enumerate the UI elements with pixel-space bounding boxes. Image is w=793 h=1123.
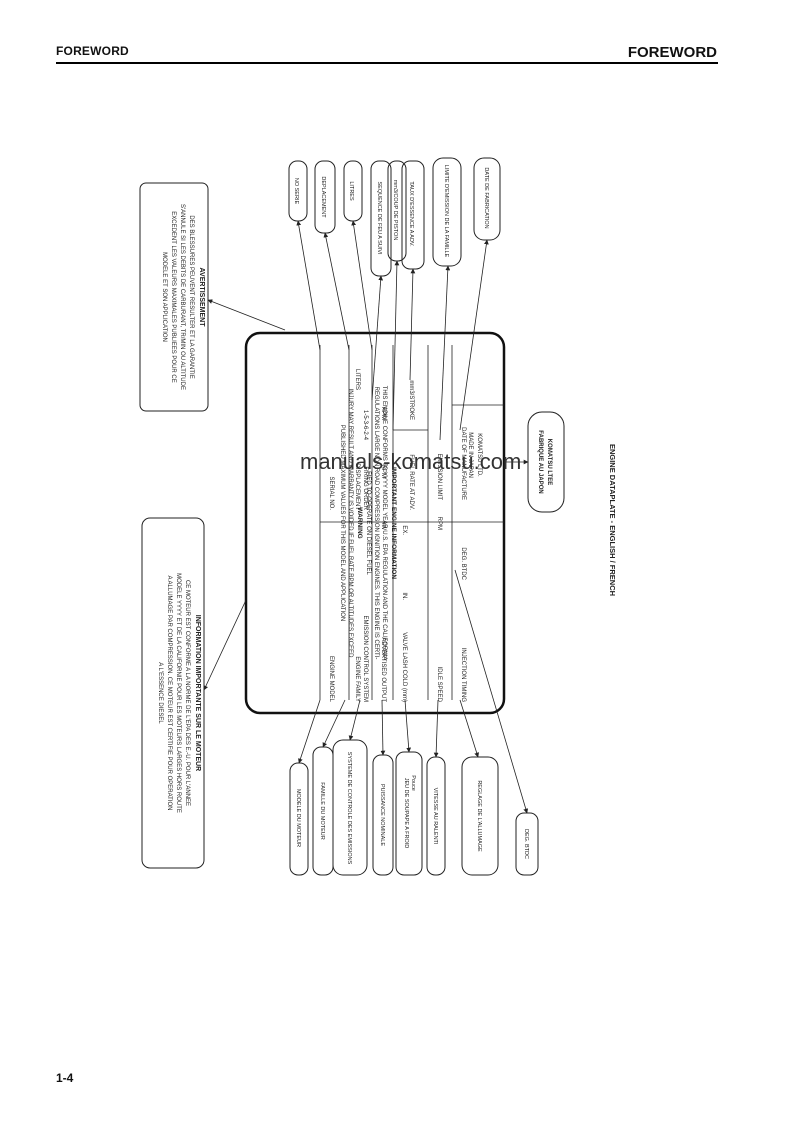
plate-col-label: DISPLACEMENT [354,463,360,510]
plate-col-label: RPM [436,517,442,530]
plate-col-label: RPM [380,465,386,478]
plate-row-label: ENGINE MODEL [328,656,334,703]
manufacturer-bubble: KOMATSU LTEE FABRIQUE AU JAPON [527,411,565,513]
header-rule [56,62,718,64]
plate-row-label: INJECTION TIMING [460,648,466,703]
plate-col-label: EX. [401,525,407,535]
callout-label: VITESSE AU RALENTI [432,788,438,845]
plate-body-line: REGULATIONS LARGE NON ROAD COMPRESSION I… [373,387,379,660]
plate-value: 1-5-3-6-2-4 [362,410,368,441]
callout-label: MODELE DU MOTEUR [295,789,301,847]
plate-body-line: THIS ENGINE CONFORMS TO YYYY MODEL YEAR … [381,386,387,661]
page-number: 1-4 [56,1071,74,1085]
plate-warning-line: PUBLISHED MAXIMUM VALUES FOR THIS MODEL … [339,425,345,622]
callouts-top: NO SERIE DEPLACEMENT LITRES SEQUENCE DE … [288,157,501,277]
leader-lines [203,220,529,814]
french-warning-block: AVERTISSEMENT DES BLESSURES PEUVENT RESU… [139,182,209,412]
plate-col-label: SERIAL NO. [328,477,334,511]
header-title-right: FOREWORD [627,44,717,61]
bubble-line: FABRIQUE AU JAPON [537,430,543,493]
french-warning-line: DES BLESSURES PEUVENT RESULTER ET LA GAR… [188,215,194,378]
watermark: manuals-komatsu.com [300,449,522,474]
plate-value: DEG. BTDC [460,547,466,580]
french-info-line: CE MOTEUR EST CONFORME A LA NORME DE L'E… [184,580,190,806]
callout-label: REGLAGE DE L'ALLUMAGE [476,780,482,852]
callouts-bottom: MODELE DU MOTEUR FAMILLE DU MOTEUR SYSTE… [289,739,539,876]
callout-label: PUISSANCE NOMINALE [379,784,385,846]
callout-label: DEPLACEMENT [320,176,326,218]
callout-label: DEG. BTDC [523,829,529,859]
french-warning-title: AVERTISSEMENT [198,268,205,328]
callout-sub-label: Pouce [410,775,416,791]
french-info-title: INFORMATION IMPORTANTE SUR LE MOTEUR [194,615,201,771]
plate-value: RPM [380,407,386,420]
callout-label: DATE DE FABRICATION [483,167,489,228]
french-info-line: A ALLUMAGE PAR COMPRESSION. CE MOTEUR ES… [166,576,172,811]
plate-row-label: ENGINE FAMILY [354,656,360,702]
french-warning-line: S'ANNULE SI LES DEBITS DE CARBURANT, TR/… [179,204,185,390]
plate-made-in: MADE IN JAPAN [467,432,473,478]
callout-label: TAUX D'ESSENCE A ADV. [408,181,414,247]
plate-value: LITERS [354,369,360,390]
callout-label: mm3/COUP DE PISTON [392,180,398,241]
french-info-line: A L'ESSENCE DIESEL [157,662,163,724]
plate-col-label: EMISSION LIMIT [436,454,442,501]
callout-label: SEQUENCE DE FEU A SUIVI [376,181,382,255]
plate-col-label: FUEL RATE AT ADV. [408,454,414,510]
french-info-block: INFORMATION IMPORTANTE SUR LE MOTEUR CE … [141,517,205,869]
figure-caption: ENGINE DATAPLATE - ENGLISH / FRENCH [608,444,617,596]
plate-value: mm3/STROKE [408,380,414,420]
plate-heading: IMPORTANT ENGINE INFORMATION [390,467,397,579]
plate-row-label: IDLE SPEED [436,667,442,703]
french-info-line: MODELE YYYY ET DE LA CALIFORNIE POUR LES… [175,573,181,813]
callout-label: FAMILLE DU MOTEUR [319,782,325,839]
callout-label: SYSTEME DE CONTROLE DES EMISSIONS [346,752,352,865]
plate-row-label: ADVERTISED OUTPUT [380,637,386,702]
header-title-left: FOREWORD [56,44,129,58]
plate-col-label: DATE OF MANUFACTURE [460,427,466,500]
plate-manufacturer: KOMATSU LTD. [476,433,482,477]
bubble-line: KOMATSU LTEE [546,439,552,485]
plate-row-label: VALVE LASH COLD (mm) [401,632,407,702]
engine-dataplate: IMPORTANT ENGINE INFORMATION THIS ENGINE… [244,331,506,715]
french-warning-line: MODELE ET SON APPLICATION [161,252,167,342]
callout-label: LIMITE D'EMISSION DE LA FAMILLE [443,165,449,258]
plate-col-label: kW [380,521,386,530]
plate-warning-line: INJURY MAY RESULT AND WARRANTY IS VOIDED… [347,389,353,659]
callout-label: JEU DE SOUPAPE A FROID [403,778,409,849]
plate-col-label: FIRING ORDER [362,466,368,510]
callout-label: LITRES [348,181,354,201]
plate-body-line: FIED TO OPERATE ON DIESEL FUEL [365,471,371,575]
plate-row-label: EMISSION CONTROL SYSTEM [362,616,368,702]
callout-label: NO SERIE [293,178,299,205]
plate-warning-title: WARNING [356,507,363,538]
french-warning-line: EXCEDENT LES VALEURS MAXIMALES PUBLIEES … [170,211,176,383]
plate-col-label: IN. [401,592,407,600]
